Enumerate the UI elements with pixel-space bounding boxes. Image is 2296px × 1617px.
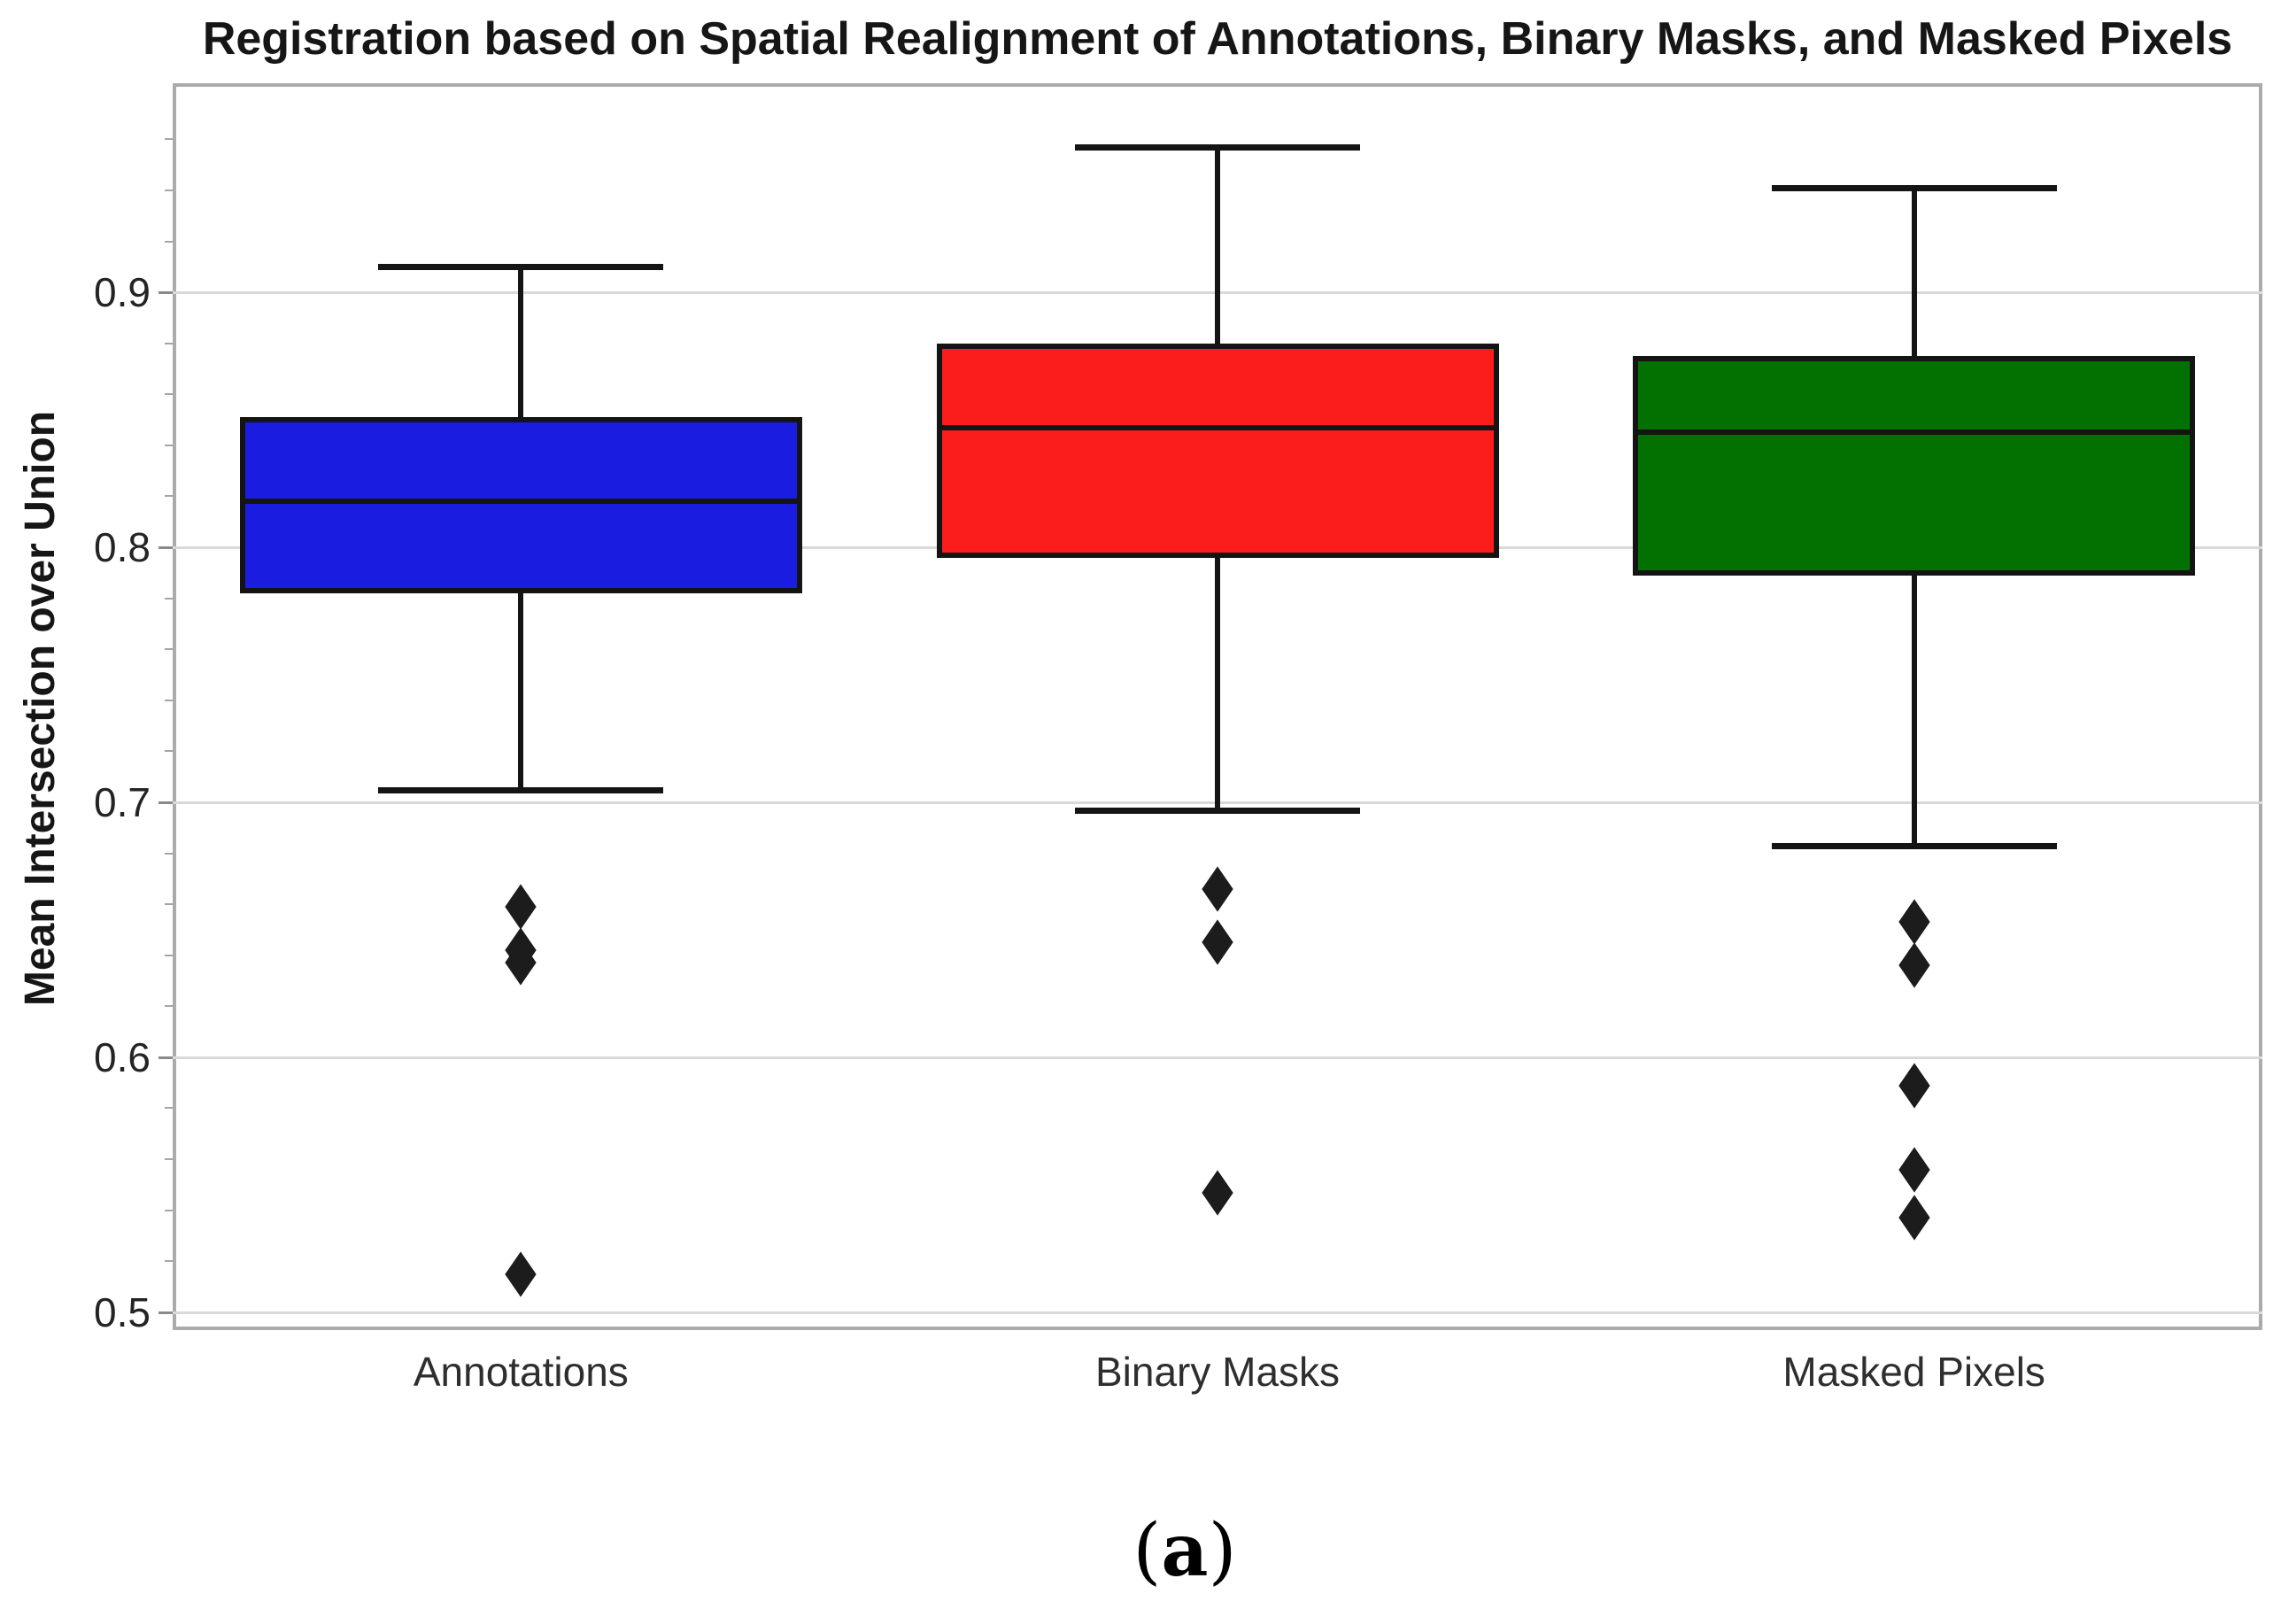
y-axis-major-tick	[158, 801, 173, 804]
y-axis-minor-tick	[165, 750, 173, 753]
y-axis-minor-tick	[165, 852, 173, 855]
y-tick-label: 0.6	[94, 1033, 151, 1080]
y-axis-major-tick	[158, 1311, 173, 1314]
outlier-diamond-annotations	[505, 884, 537, 930]
median-line-masked-pixels	[1633, 429, 2196, 436]
y-tick-label: 0.8	[94, 524, 151, 571]
outlier-diamond-binary-masks	[1202, 1169, 1233, 1216]
outlier-diamond-masked-pixels	[1898, 1146, 1930, 1193]
upper-whisker-cap-masked-pixels	[1771, 185, 2057, 192]
y-axis-minor-tick	[165, 495, 173, 498]
x-tick-label-annotations: Annotations	[413, 1349, 629, 1395]
y-axis-minor-tick	[165, 189, 173, 191]
x-tick-label-masked-pixels: Masked Pixels	[1782, 1349, 2045, 1395]
y-tick-label: 0.7	[94, 778, 151, 825]
y-axis-minor-tick	[165, 342, 173, 344]
y-axis-major-tick	[158, 291, 173, 295]
lower-whisker-cap-annotations	[378, 786, 664, 793]
upper-whisker-annotations	[518, 267, 524, 418]
y-axis-minor-tick	[165, 1209, 173, 1211]
box-binary-masks	[936, 343, 1499, 558]
caption-letter: a	[1161, 1508, 1209, 1593]
y-axis-minor-tick	[165, 903, 173, 906]
y-axis-minor-tick	[165, 699, 173, 701]
lower-whisker-cap-binary-masks	[1075, 807, 1360, 814]
caption-paren-open: (	[1133, 1509, 1162, 1593]
upper-whisker-cap-binary-masks	[1075, 143, 1360, 151]
y-axis-minor-tick	[165, 648, 173, 651]
median-line-annotations	[239, 499, 802, 505]
y-tick-label: 0.5	[94, 1288, 151, 1335]
y-axis-minor-tick	[165, 1260, 173, 1263]
y-axis-minor-tick	[165, 597, 173, 600]
x-tick-label-binary-masks: Binary Masks	[1094, 1349, 1341, 1395]
outlier-diamond-masked-pixels	[1898, 942, 1930, 988]
median-line-binary-masks	[936, 424, 1499, 430]
outlier-diamond-binary-masks	[1202, 919, 1233, 965]
outlier-diamond-masked-pixels	[1898, 1195, 1930, 1241]
y-axis-major-tick	[158, 546, 173, 550]
box-masked-pixels	[1633, 356, 2196, 576]
upper-whisker-cap-annotations	[378, 264, 664, 271]
y-axis-minor-tick	[165, 1005, 173, 1008]
lower-whisker-masked-pixels	[1911, 575, 1917, 846]
y-tick-label: 0.9	[94, 269, 151, 316]
lower-whisker-cap-masked-pixels	[1771, 842, 2057, 849]
gridline-0.6	[173, 1056, 2262, 1059]
upper-whisker-binary-masks	[1215, 146, 1220, 344]
upper-whisker-masked-pixels	[1911, 188, 1917, 357]
y-axis-minor-tick	[165, 1158, 173, 1161]
y-axis-minor-tick	[165, 240, 173, 243]
chart-title: Registration based on Spatial Realignmen…	[202, 13, 2233, 65]
y-axis-minor-tick	[165, 444, 173, 446]
y-axis-minor-tick	[165, 1107, 173, 1110]
figure-caption: (a)	[1096, 1511, 1273, 1591]
lower-whisker-binary-masks	[1215, 557, 1220, 810]
y-axis-minor-tick	[165, 954, 173, 956]
outlier-diamond-binary-masks	[1202, 866, 1233, 912]
outlier-diamond-annotations	[505, 1251, 537, 1297]
outlier-diamond-masked-pixels	[1898, 1062, 1930, 1109]
y-axis-major-tick	[158, 1056, 173, 1059]
box-annotations	[239, 417, 802, 593]
y-axis-minor-tick	[165, 393, 173, 396]
outlier-diamond-masked-pixels	[1898, 899, 1930, 945]
lower-whisker-annotations	[518, 592, 524, 790]
y-axis-minor-tick	[165, 138, 173, 141]
gridline-0.5	[173, 1311, 2262, 1314]
caption-paren-close: )	[1208, 1509, 1237, 1593]
